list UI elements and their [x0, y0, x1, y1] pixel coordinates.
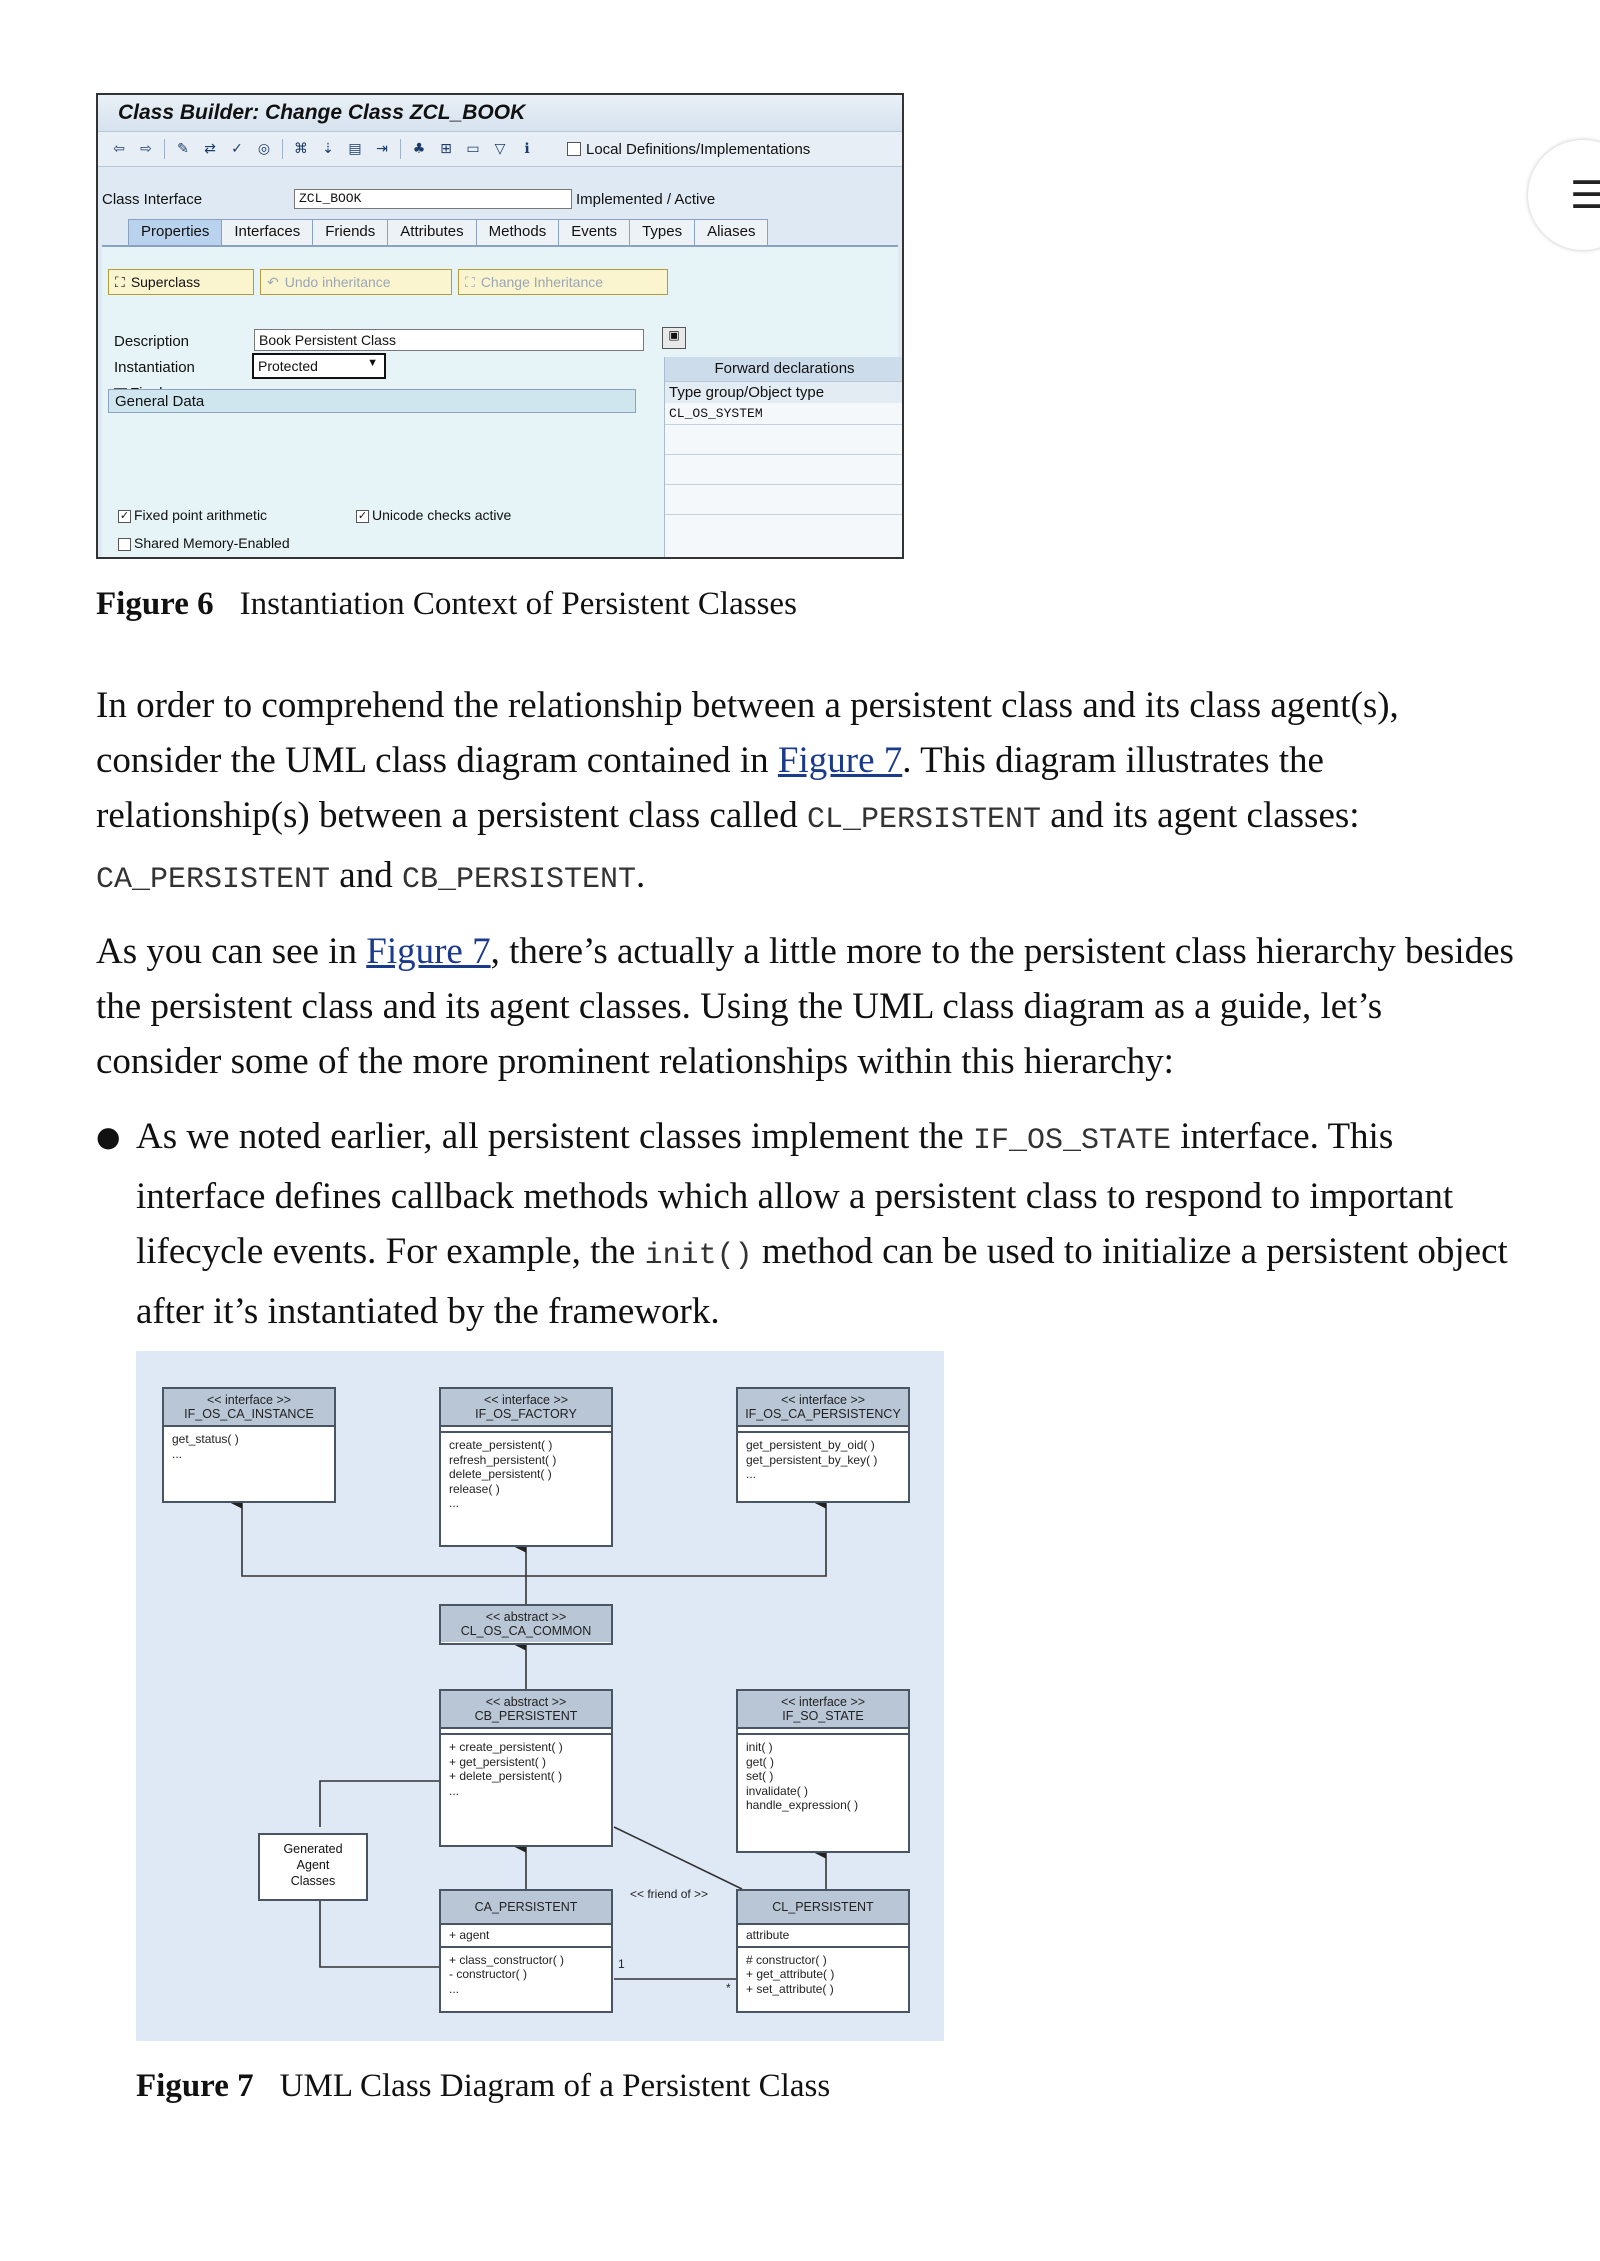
check-icon: ✓	[231, 141, 243, 157]
edit-icon: ✎	[177, 141, 189, 157]
filter-icon: ▽	[494, 141, 506, 157]
tab-bar: Properties Interfaces Friends Attributes…	[128, 219, 769, 245]
toggle-icon: ⇄	[204, 141, 216, 157]
code-cb-persistent: CB_PERSISTENT	[401, 863, 637, 897]
menu-button[interactable]: ☰	[1528, 140, 1600, 250]
hierarchy-icon: ⌘	[294, 141, 308, 157]
code-if-os-state: IF_OS_STATE	[972, 1124, 1171, 1158]
figure-6-title: Instantiation Context of Persistent Clas…	[239, 586, 797, 622]
tab-methods[interactable]: Methods	[475, 219, 560, 245]
undo-icon: ↶	[267, 273, 279, 290]
change-inheritance-button[interactable]: ⛶ Change Inheritance	[458, 269, 668, 295]
structure-icon: ⊞	[440, 141, 452, 157]
figure-7-label: Figure 7	[136, 2068, 254, 2104]
tab-friends[interactable]: Friends	[312, 219, 389, 245]
window-title: Class Builder: Change Class ZCL_BOOK	[98, 95, 902, 131]
save-icon[interactable]: ▣	[662, 327, 686, 349]
instantiation-dropdown[interactable]: Protected ▼	[252, 353, 386, 379]
tab-events[interactable]: Events	[558, 219, 631, 245]
local-definitions-icon	[567, 142, 581, 156]
object-list-icon: ♣	[412, 141, 426, 157]
local-definitions-button[interactable]: Local Definitions/Implementations	[567, 141, 810, 158]
checkbox-checked-icon: ✓	[118, 509, 131, 523]
checkbox-checked-icon: ✓	[356, 509, 369, 523]
window-icon: ▭	[466, 141, 480, 157]
superclass-button[interactable]: ⛶ Superclass	[108, 269, 254, 295]
figure-7-caption: Figure 7 UML Class Diagram of a Persisten…	[136, 2068, 830, 2105]
chevron-down-icon: ▼	[367, 357, 378, 369]
code-cl-persistent: CL_PERSISTENT	[806, 803, 1042, 837]
tab-aliases[interactable]: Aliases	[694, 219, 769, 245]
type-group-value[interactable]: CL_OS_SYSTEM	[665, 403, 902, 425]
uml-class-if-os-ca-persistency: << interface >>IF_OS_CA_PERSISTENCY get_…	[736, 1387, 910, 1503]
display-icon: ▤	[348, 141, 362, 157]
uml-friend-label: << friend of >>	[630, 1887, 709, 1901]
type-group-header: Type group/Object type	[665, 381, 902, 403]
bullet-icon: ●	[96, 1120, 121, 1153]
figure-6-caption: Figure 6 Instantiation Context of Persist…	[96, 586, 797, 623]
figure-7-uml-diagram: << interface >>IF_OS_CA_INSTANCE get_sta…	[136, 1351, 944, 2041]
figure-7-title: UML Class Diagram of a Persistent Class	[279, 2068, 831, 2104]
navigation-icon: ⇥	[376, 141, 388, 157]
instantiation-label: Instantiation	[114, 359, 195, 376]
uml-connectors	[230, 1497, 827, 1980]
type-group-empty-row[interactable]	[665, 425, 902, 455]
type-group-empty-row[interactable]	[665, 485, 902, 515]
figure-7-link[interactable]: Figure 7	[366, 931, 491, 972]
class-interface-field[interactable]: ZCL_BOOK	[294, 189, 572, 209]
shared-memory-checkbox[interactable]: Shared Memory-Enabled	[118, 535, 290, 551]
general-data-header: General Data	[108, 389, 636, 413]
bullet-item: ● As we noted earlier, all persistent cl…	[96, 1109, 1516, 1339]
tab-interfaces[interactable]: Interfaces	[221, 219, 314, 245]
where-used-icon: ⇣	[322, 141, 334, 157]
uml-class-if-os-factory: << interface >>IF_OS_FACTORY create_pers…	[439, 1387, 613, 1547]
info-icon: ℹ	[524, 141, 530, 157]
checkbox-icon	[118, 537, 131, 551]
uml-multiplicity-one: 1	[618, 1957, 625, 1971]
forward-declarations-panel: Forward declarations Type group/Object t…	[664, 357, 902, 557]
uml-class-if-os-ca-instance: << interface >>IF_OS_CA_INSTANCE get_sta…	[162, 1387, 336, 1503]
superclass-icon: ⛶	[115, 273, 125, 290]
back-icon: ⇦	[113, 141, 125, 157]
status-label: Implemented / Active	[576, 191, 716, 208]
description-label: Description	[114, 333, 190, 350]
forward-declarations-header: Forward declarations	[665, 357, 902, 381]
toolbar: ⇦ ⇨ ✎ ⇄ ✓ ◎ ⌘ ⇣ ▤ ⇥ ♣ ⊞ ▭ ▽ ℹ Local Defi…	[98, 131, 902, 167]
uml-multiplicity-many: *	[726, 1981, 731, 1995]
description-field[interactable]: Book Persistent Class	[254, 329, 644, 351]
fixed-point-checkbox[interactable]: ✓Fixed point arithmetic	[118, 507, 268, 523]
tab-attributes[interactable]: Attributes	[387, 219, 477, 245]
uml-class-cl-os-ca-common: << abstract >>CL_OS_CA_COMMON	[439, 1604, 613, 1645]
tab-properties[interactable]: Properties	[128, 219, 223, 245]
code-init: init()	[644, 1239, 753, 1273]
figure-6-screenshot: Class Builder: Change Class ZCL_BOOK ⇦ ⇨…	[96, 93, 904, 559]
uml-class-cb-persistent: << abstract >>CB_PERSISTENT + create_per…	[439, 1689, 613, 1847]
uml-class-if-so-state: << interface >>IF_SO_STATE init( )get( )…	[736, 1689, 910, 1853]
figure-7-link[interactable]: Figure 7	[777, 740, 903, 781]
code-ca-persistent: CA_PERSISTENT	[96, 863, 331, 897]
class-interface-label: Class Interface	[102, 191, 203, 208]
figure-6-label: Figure 6	[96, 586, 214, 622]
uml-class-ca-persistent: CA_PERSISTENT + agent + class_constructo…	[439, 1889, 613, 2013]
undo-inheritance-button[interactable]: ↶ Undo inheritance	[260, 269, 452, 295]
forward-icon: ⇨	[140, 141, 152, 157]
change-icon: ⛶	[465, 273, 475, 290]
type-group-empty-row[interactable]	[665, 455, 902, 485]
tab-types[interactable]: Types	[629, 219, 696, 245]
paragraph-1: In order to comprehend the relationship …	[96, 685, 1399, 897]
menu-icon: ☰	[1570, 173, 1600, 217]
unicode-checkbox[interactable]: ✓Unicode checks active	[356, 507, 512, 523]
uml-class-cl-persistent: CL_PERSISTENT attribute # constructor( )…	[736, 1889, 910, 2013]
activate-icon: ◎	[257, 141, 271, 157]
paragraph-2: As you can see in Figure 7, there’s actu…	[96, 931, 1514, 1082]
